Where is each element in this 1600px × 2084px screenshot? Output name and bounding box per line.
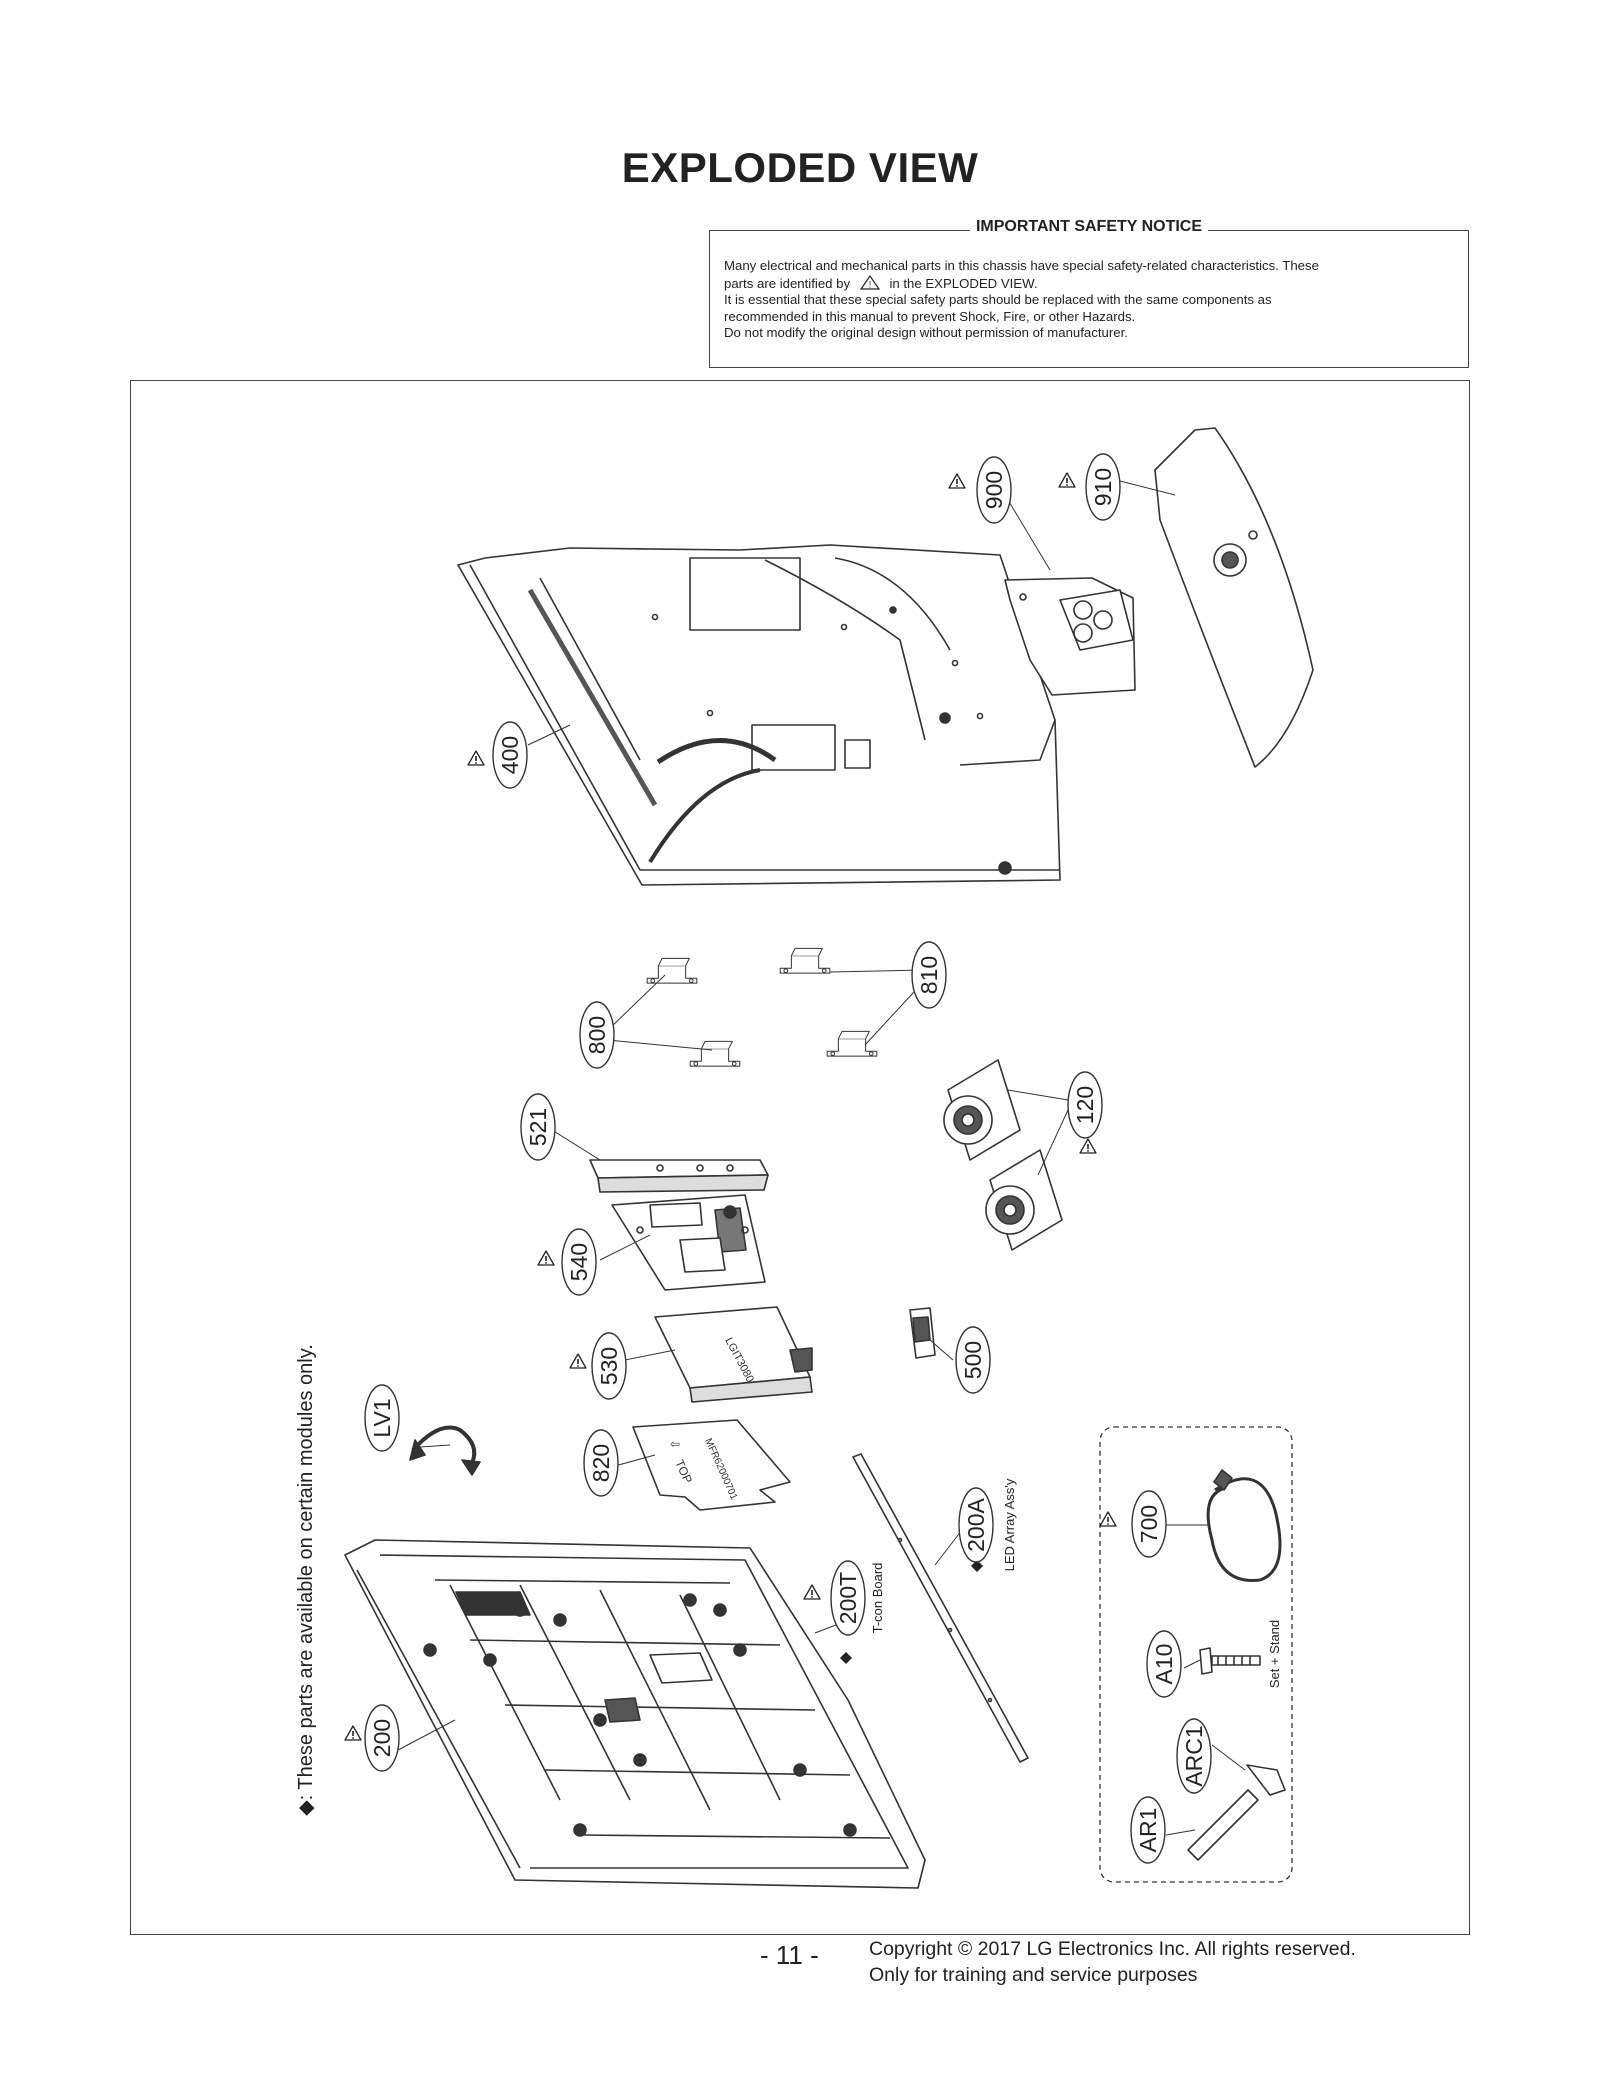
notice-line-3: It is essential that these special safet…	[724, 292, 1272, 307]
warning-700-icon	[1099, 1511, 1117, 1527]
label-820: 820	[588, 1444, 614, 1482]
lcd-panel-200	[344, 1539, 926, 1889]
cable-holder-521	[589, 1159, 769, 1193]
part-labels: 900 910 400 800 810 521 120 540 530 500 …	[369, 468, 1207, 1853]
bracket-810-a	[779, 947, 831, 974]
cable-lv1	[409, 1425, 481, 1476]
label-530: 530	[596, 1347, 622, 1385]
label-400: 400	[497, 736, 523, 774]
page-title: EXPLODED VIEW	[621, 144, 979, 191]
copyright-text: Copyright © 2017 LG Electronics Inc. All…	[869, 1938, 1356, 1960]
bubble-200a	[958, 1487, 994, 1563]
warning-900-icon	[948, 473, 966, 489]
label-910: 910	[1090, 468, 1116, 506]
bubble-900	[976, 456, 1012, 524]
page-number: - 11 -	[760, 1940, 819, 1970]
sheet-arrow-marking: ⇦	[670, 1437, 680, 1451]
bubble-910	[1085, 453, 1121, 521]
bubble-810	[911, 941, 947, 1009]
label-810: 810	[916, 956, 942, 994]
bracket-810-b	[826, 1030, 878, 1057]
bubble-500	[955, 1326, 991, 1394]
safety-notice-box: IMPORTANT SAFETY NOTICE Many electrical …	[709, 218, 1469, 368]
warning-910-icon	[1058, 472, 1076, 488]
power-cord-700	[1206, 1469, 1282, 1582]
bracket-800-a	[646, 957, 698, 984]
caption-set-stand: Set + Stand	[1267, 1620, 1282, 1688]
ir-receiver-500	[909, 1307, 936, 1359]
bubble-ar1	[1130, 1796, 1166, 1864]
bubble-800	[579, 1001, 615, 1069]
bubble-521	[520, 1093, 556, 1161]
bubble-lv1	[364, 1384, 400, 1452]
label-900: 900	[981, 471, 1007, 509]
label-540: 540	[566, 1243, 592, 1281]
notice-line-1: Many electrical and mechanical parts in …	[724, 258, 1319, 273]
bubble-820	[583, 1429, 619, 1497]
bubble-530	[591, 1332, 627, 1400]
warning-200-icon	[344, 1725, 362, 1741]
warning-540-icon	[537, 1250, 555, 1266]
diamond-200a-icon	[971, 1560, 983, 1572]
bubble-700	[1131, 1490, 1167, 1558]
svg-text:!: !	[869, 279, 872, 289]
warning-200t-icon	[803, 1584, 821, 1600]
part-bubbles	[364, 453, 1212, 1864]
copyright-note: Only for training and service purposes	[869, 1964, 1198, 1986]
label-200t: 200T	[835, 1572, 861, 1624]
main-board-540	[611, 1194, 766, 1291]
label-700: 700	[1136, 1505, 1162, 1543]
led-bar-200a	[852, 1453, 1029, 1763]
safety-notice-text: Many electrical and mechanical parts in …	[724, 258, 1454, 342]
exploded-view-frame	[130, 380, 1470, 1935]
label-ar1: AR1	[1135, 1808, 1161, 1853]
notice-line-2: parts are identified by ! in the EXPLODE…	[724, 274, 1038, 291]
insulator-sheet-820: TOP ⇦ MFR62000701	[632, 1419, 791, 1511]
label-a10: A10	[1151, 1644, 1177, 1685]
bubble-400	[492, 721, 528, 789]
label-200a: 200A	[963, 1497, 989, 1551]
bubble-a10	[1146, 1630, 1182, 1698]
bubble-200t	[830, 1560, 866, 1636]
stand-base-910	[1154, 427, 1314, 768]
notice-line-5: Do not modify the original design withou…	[724, 325, 1128, 340]
back-cover-400	[457, 544, 1061, 886]
warning-triangle-icon: !	[859, 274, 880, 290]
speaker-120-a	[943, 1059, 1021, 1161]
label-521: 521	[525, 1108, 551, 1146]
modules-side-note: ◆: These parts are available on certain …	[295, 1344, 317, 1816]
warning-120-icon	[1079, 1138, 1097, 1154]
diamond-200t-icon	[840, 1652, 852, 1664]
accessories-box	[1099, 1426, 1293, 1883]
label-500: 500	[960, 1341, 986, 1379]
speaker-120-b	[985, 1149, 1063, 1251]
bubble-540	[561, 1228, 597, 1296]
notice-line-4: recommended in this manual to prevent Sh…	[724, 308, 1136, 324]
part-captions: LED Array Ass'y T-con Board Set + Stand	[870, 1478, 1282, 1688]
screw-a10	[1199, 1647, 1261, 1675]
caption-tcon-board: T-con Board	[870, 1563, 885, 1634]
stand-body-900	[1004, 577, 1136, 696]
warning-400-icon	[467, 750, 485, 766]
bracket-800-b	[689, 1040, 741, 1067]
diamond-markers	[840, 1560, 983, 1664]
caption-led-array: LED Array Ass'y	[1002, 1478, 1017, 1571]
power-board-530: LGIT3080	[654, 1306, 813, 1403]
bubble-120	[1067, 1071, 1103, 1139]
label-120: 120	[1072, 1086, 1098, 1124]
remote-arc1	[1187, 1764, 1286, 1861]
label-arc1: ARC1	[1181, 1725, 1207, 1786]
bubble-200	[364, 1704, 400, 1772]
label-200: 200	[369, 1719, 395, 1757]
bubble-arc1	[1176, 1718, 1212, 1794]
label-lv1: LV1	[369, 1398, 395, 1437]
warning-530-icon	[569, 1353, 587, 1369]
label-800: 800	[584, 1016, 610, 1054]
copyright-block: Copyright © 2017 LG Electronics Inc. All…	[869, 1936, 1356, 1988]
safety-notice-heading: IMPORTANT SAFETY NOTICE	[969, 218, 1209, 235]
